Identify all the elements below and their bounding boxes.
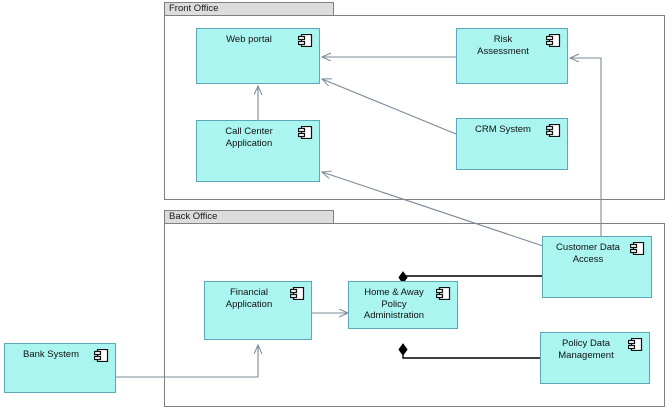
uml-component-icon — [297, 125, 313, 140]
uml-component-icon — [629, 241, 645, 256]
component-label-crm-system: CRM System — [475, 124, 531, 135]
uml-component-icon — [435, 286, 451, 301]
component-label-financial-application: Financial Application — [225, 287, 273, 310]
component-crm-system[interactable]: CRM System — [456, 118, 568, 170]
uml-component-icon — [545, 123, 561, 138]
component-policy-data-management[interactable]: Policy Data Management — [540, 332, 650, 384]
component-home-away-policy-administration[interactable]: Home & Away Policy Administration — [348, 281, 458, 329]
group-label-front-office[interactable]: Front Office — [164, 2, 334, 16]
group-label-back-office[interactable]: Back Office — [164, 210, 334, 224]
component-label-policy-data-management: Policy Data Management — [558, 338, 614, 361]
component-label-call-center-application: Call Center Application — [225, 126, 273, 149]
component-label-bank-system: Bank System — [23, 349, 79, 360]
component-label-web-portal: Web portal — [226, 34, 272, 45]
component-call-center-application[interactable]: Call Center Application — [196, 120, 320, 182]
component-label-customer-data-access: Customer Data Access — [556, 242, 620, 265]
component-label-risk-assessment: Risk Assessment — [477, 34, 529, 57]
uml-component-icon — [545, 33, 561, 48]
component-customer-data-access[interactable]: Customer Data Access — [542, 236, 652, 298]
uml-component-icon — [93, 348, 109, 363]
component-label-home-away-policy-administration: Home & Away Policy Administration — [363, 287, 425, 321]
component-bank-system[interactable]: Bank System — [4, 343, 116, 393]
uml-component-icon — [297, 33, 313, 48]
component-risk-assessment[interactable]: Risk Assessment — [456, 28, 568, 84]
component-web-portal[interactable]: Web portal — [196, 28, 320, 84]
component-financial-application[interactable]: Financial Application — [204, 281, 312, 340]
uml-component-icon — [627, 337, 643, 352]
uml-component-icon — [289, 286, 305, 301]
